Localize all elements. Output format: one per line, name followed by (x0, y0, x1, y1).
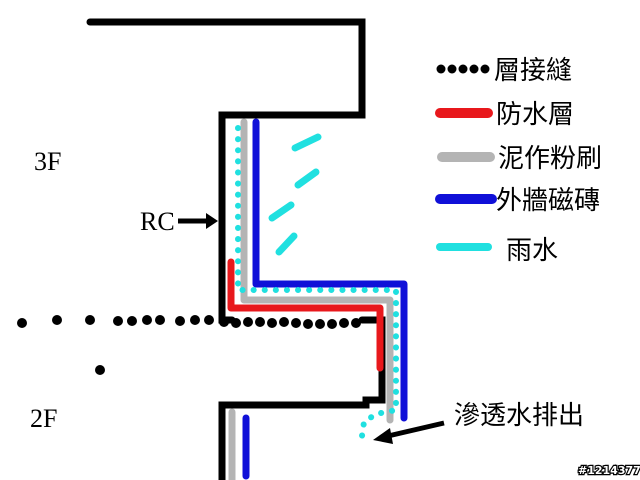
joint-dot (190, 315, 200, 325)
joint-dot (243, 317, 253, 327)
legend: 層接縫 防水層 泥作粉刷 外牆磁磚 雨水 (435, 56, 602, 266)
joint-dot (204, 315, 214, 325)
joint-dot (127, 316, 137, 326)
joint-dot (351, 318, 361, 328)
legend-joint-dot (480, 64, 490, 74)
legend-item-tile: 外牆磁磚 (435, 186, 600, 216)
joint-dot (219, 317, 229, 327)
joint-dot (95, 365, 105, 375)
seepage-note: 滲透水排出 (454, 401, 584, 431)
joint-dot (303, 319, 313, 329)
joint-dot (315, 319, 325, 329)
rain-drop (275, 232, 298, 256)
joint-dot (52, 315, 62, 325)
seepage-arrow-head (373, 428, 393, 444)
layer-joint-dots (17, 315, 361, 375)
legend-joint-dot (447, 64, 457, 74)
joint-dot (327, 319, 337, 329)
joint-dot (85, 315, 95, 325)
floor-label-3f: 3F (34, 147, 61, 176)
rc-upper-wall (86, 18, 366, 324)
floor-label-2f: 2F (30, 404, 57, 433)
rain-drop (268, 201, 295, 222)
joint-dot (231, 318, 241, 328)
joint-dot (113, 316, 123, 326)
joint-dot (17, 318, 27, 328)
legend-item-waterproof: 防水層 (435, 100, 574, 130)
joint-dot (291, 318, 301, 328)
joint-dot (155, 315, 165, 325)
legend-item-plaster: 泥作粉刷 (437, 144, 602, 174)
legend-label-plaster: 泥作粉刷 (498, 144, 602, 174)
joint-dot (175, 316, 185, 326)
legend-label-tile: 外牆磁磚 (496, 186, 600, 216)
legend-item-rain: 雨水 (436, 236, 558, 266)
legend-joint-dot (458, 64, 468, 74)
joint-dot (255, 317, 265, 327)
legend-item-joint: 層接縫 (436, 56, 572, 86)
seepage-path (235, 125, 399, 439)
rc-arrow-head (206, 213, 218, 229)
rc-label: RC (140, 207, 175, 236)
legend-label-rain: 雨水 (506, 236, 558, 266)
seepage-arrow-icon (387, 420, 445, 439)
legend-label-waterproof: 防水層 (496, 100, 574, 130)
rain-drop (294, 168, 320, 189)
tile-layer-upper (252, 118, 408, 422)
joint-dot (142, 315, 152, 325)
rain-drop (291, 133, 322, 152)
joint-dot (267, 318, 277, 328)
waterproof-layer (227, 258, 384, 372)
plaster-layer-upper (240, 118, 394, 424)
legend-label-joint: 層接縫 (494, 56, 572, 86)
joint-dot (279, 317, 289, 327)
joint-dot (339, 318, 349, 328)
legend-joint-dot (436, 64, 446, 74)
legend-joint-dot (469, 64, 479, 74)
watermark: #1214377 (578, 464, 640, 477)
rain-drops (268, 133, 322, 256)
